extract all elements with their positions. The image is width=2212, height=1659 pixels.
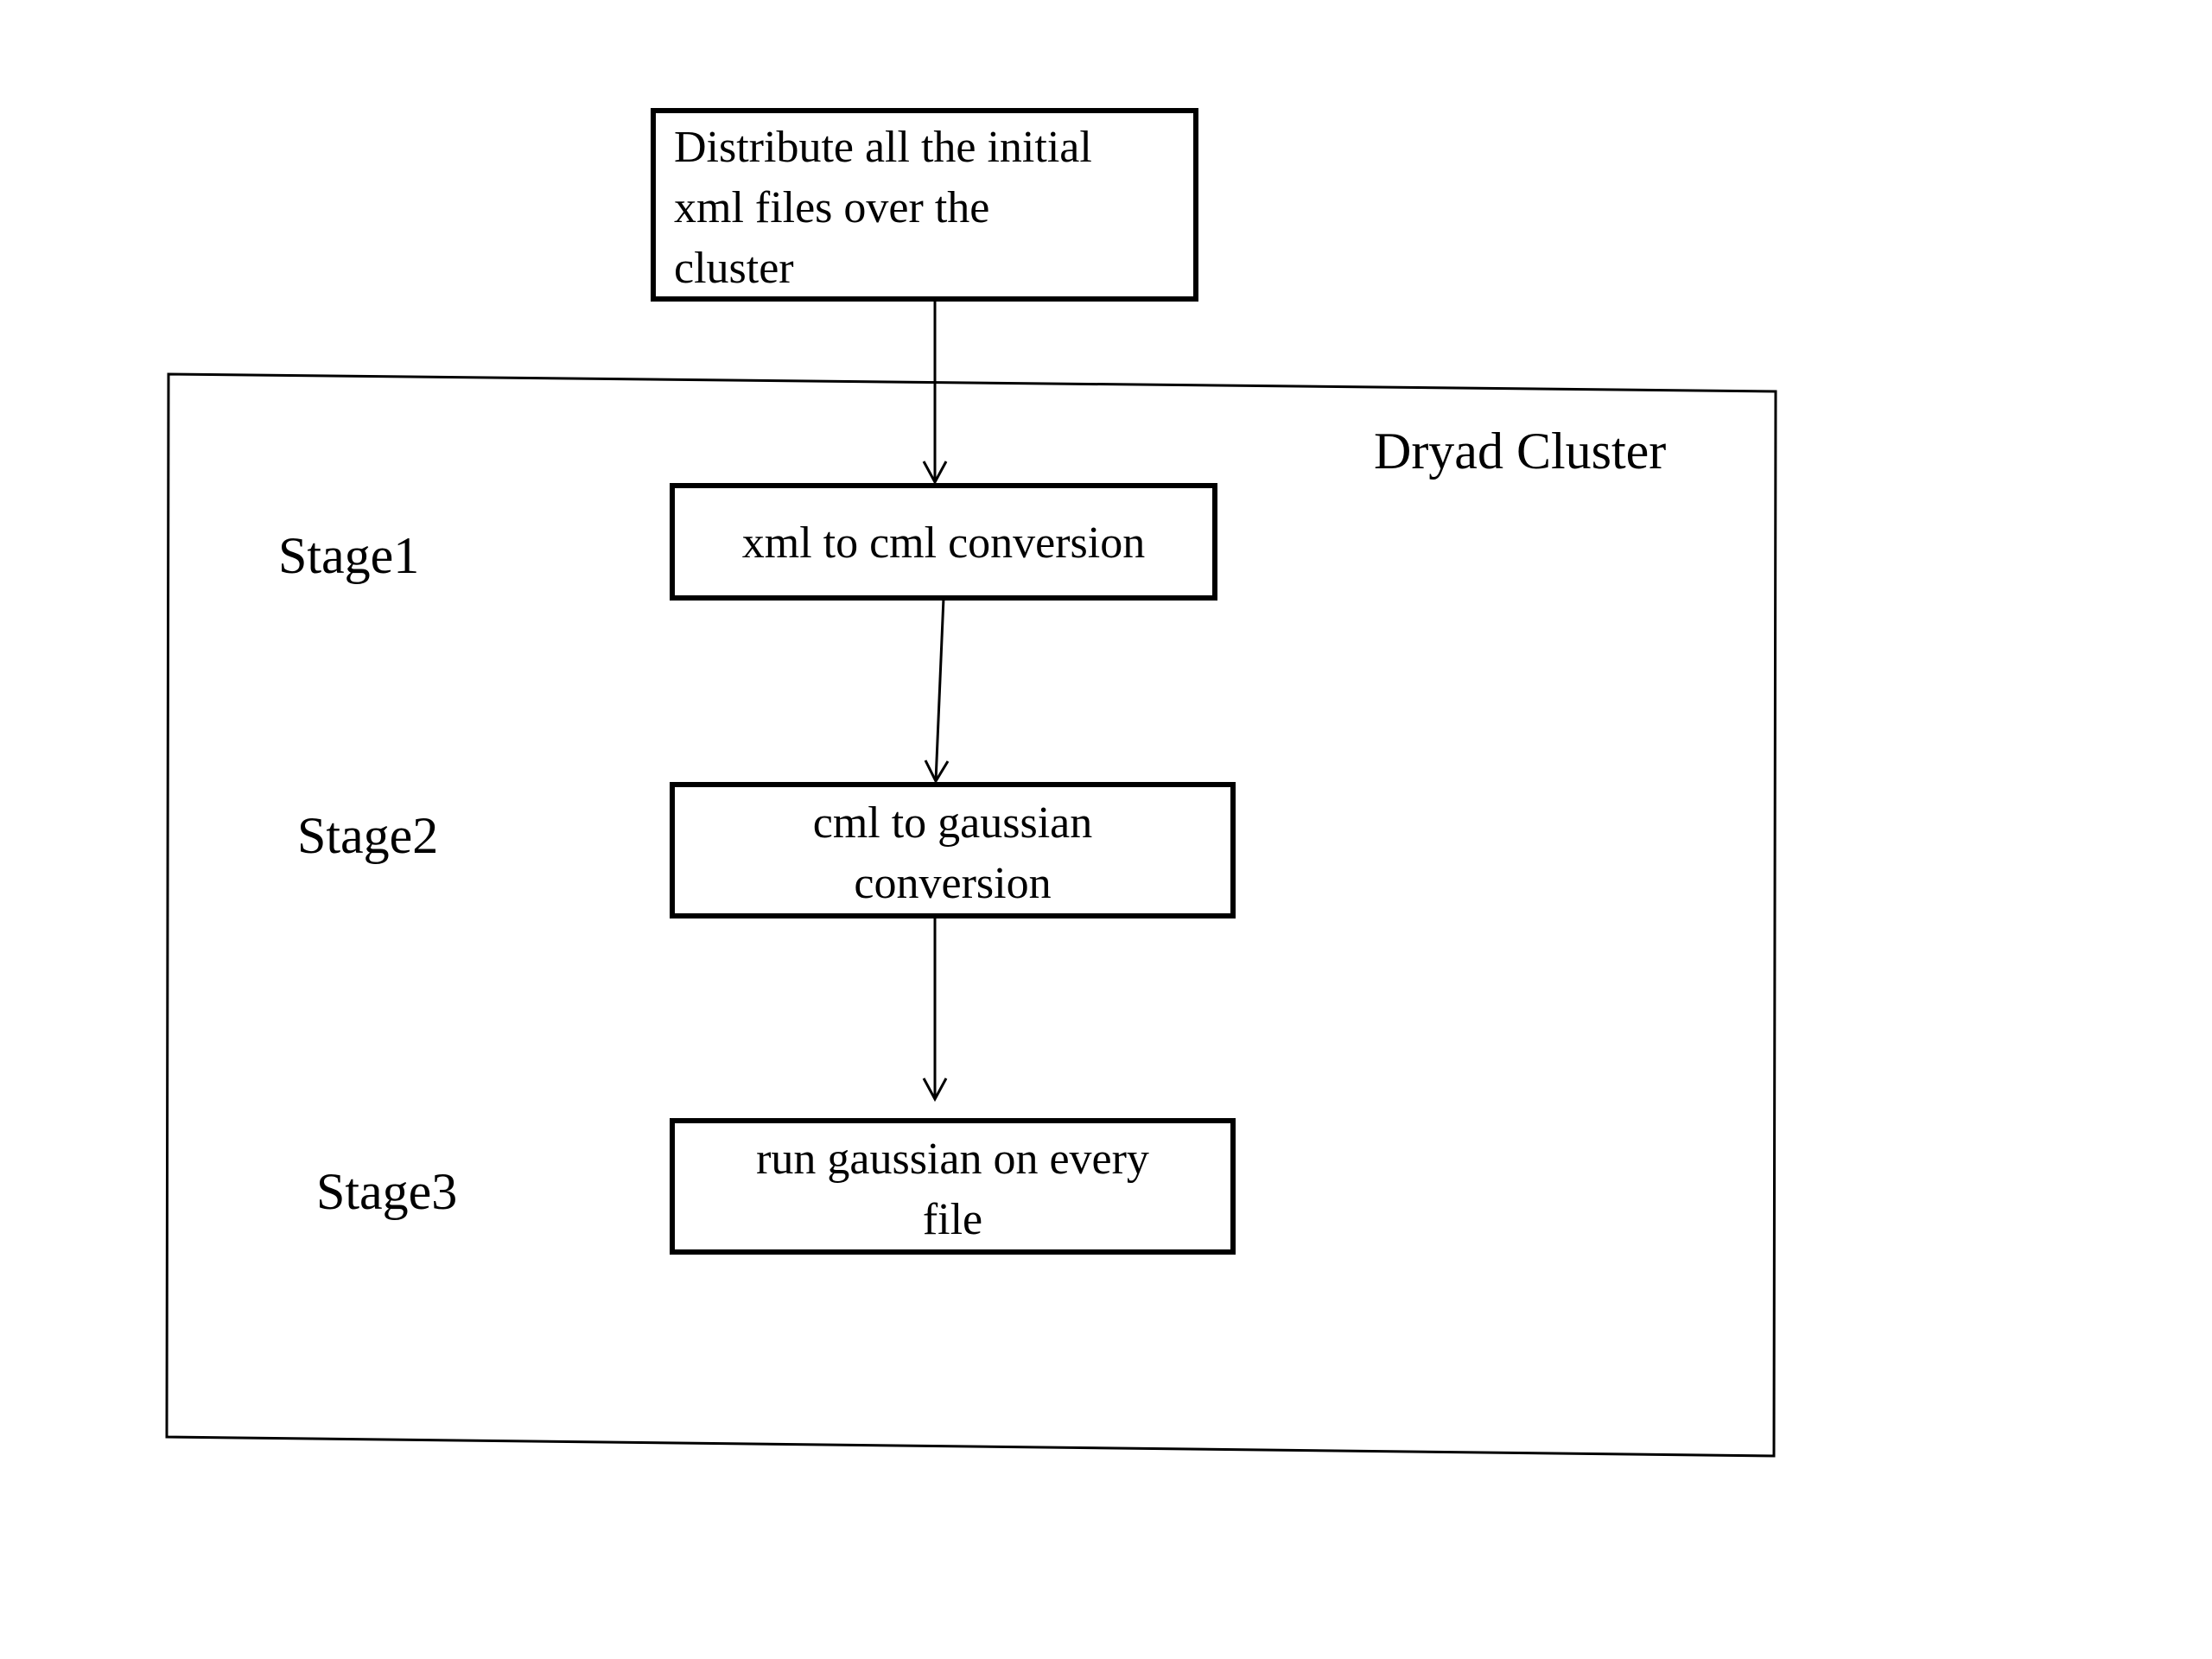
stage3-box-line-1: run gaussian on every: [756, 1135, 1149, 1184]
top-box-line-3: cluster: [674, 244, 794, 293]
stage2-box-line-1: cml to gaussian: [812, 798, 1093, 848]
cluster-container: [165, 372, 1777, 1458]
stage1-label: Stage1: [278, 527, 420, 584]
stage3-box-line-2: file: [922, 1195, 983, 1244]
stage2-box-text: cml to gaussian conversion: [677, 793, 1228, 914]
top-box-line-1: Distribute all the initial: [674, 123, 1092, 172]
stage2-label: Stage2: [297, 807, 439, 864]
top-box-text: Distribute all the initial xml files ove…: [674, 118, 1192, 296]
stage1-box-border: [670, 483, 1217, 601]
cluster-label: Dryad Cluster: [1374, 423, 1667, 480]
arrow-stage2-to-stage3: [922, 916, 948, 1103]
arrow-top-to-stage1: [922, 299, 948, 486]
stage2-box-border: [670, 782, 1236, 918]
stage1-box-text: xml to cml conversion: [677, 513, 1210, 574]
top-box-line-2: xml files over the: [674, 183, 990, 232]
stage3-box-border: [670, 1118, 1236, 1255]
stage2-box-line-2: conversion: [854, 859, 1052, 908]
stage3-box-text: run gaussian on every file: [677, 1129, 1228, 1250]
stage3-label: Stage3: [316, 1163, 458, 1220]
top-box-border: [651, 108, 1198, 302]
arrow-stage1-to-stage2: [924, 597, 950, 785]
stage1-box-line-1: xml to cml conversion: [741, 518, 1146, 568]
